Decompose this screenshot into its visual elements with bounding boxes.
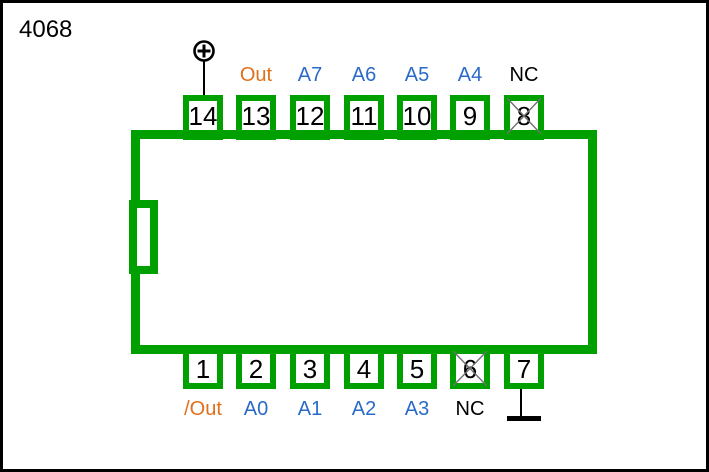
pin-number: 13	[241, 100, 271, 131]
pin-6: 6	[450, 345, 490, 389]
pin-number: 12	[295, 100, 325, 131]
power-icon	[193, 40, 215, 62]
pin-14: 14	[183, 95, 223, 140]
pin-9-label: A4	[457, 64, 483, 86]
nc-cross-icon	[507, 98, 541, 134]
pin-number: 10	[402, 100, 432, 131]
pin-number: 4	[356, 353, 372, 384]
pin-2-label: A0	[243, 398, 269, 420]
pin-1: 1	[183, 345, 223, 389]
pin-10: 10	[397, 95, 437, 140]
nc-cross-icon	[453, 351, 487, 386]
pin-number: 7	[516, 353, 532, 384]
pin-number: 9	[462, 100, 478, 131]
pin-11-label: A6	[351, 64, 377, 86]
pin-4: 4	[344, 345, 384, 389]
power-wire	[203, 61, 205, 95]
pin-10-label: A5	[404, 64, 430, 86]
pin-5: 5	[397, 345, 437, 389]
pin-number: 14	[188, 100, 218, 131]
pin-3: 3	[290, 345, 330, 389]
pin-3-label: A1	[297, 398, 323, 420]
pin-4-label: A2	[351, 398, 377, 420]
pin-13-label: Out	[239, 64, 273, 86]
pin-12-label: A7	[297, 64, 323, 86]
pin-6-label: NC	[455, 398, 485, 420]
pin-5-label: A3	[404, 398, 430, 420]
pin-number: 5	[409, 353, 425, 384]
pin-12: 12	[290, 95, 330, 140]
pin-number: 11	[350, 100, 378, 131]
pin-number: 3	[302, 353, 318, 384]
ground-icon	[507, 416, 541, 421]
pin-8: 8	[504, 95, 544, 140]
pin-1-label: /Out	[184, 398, 222, 420]
pin-11: 11	[344, 95, 384, 140]
chip-body	[131, 130, 597, 354]
ground-wire	[520, 389, 522, 418]
pin-8-label: NC	[509, 64, 539, 86]
pin-7: 7	[504, 345, 544, 389]
pin-9: 9	[450, 95, 490, 140]
chip-notch	[129, 200, 158, 274]
pin-13: 13	[236, 95, 276, 140]
chip-title: 4068	[19, 16, 73, 43]
pin-number: 1	[195, 353, 211, 384]
pin-number: 2	[248, 353, 264, 384]
pin-2: 2	[236, 345, 276, 389]
